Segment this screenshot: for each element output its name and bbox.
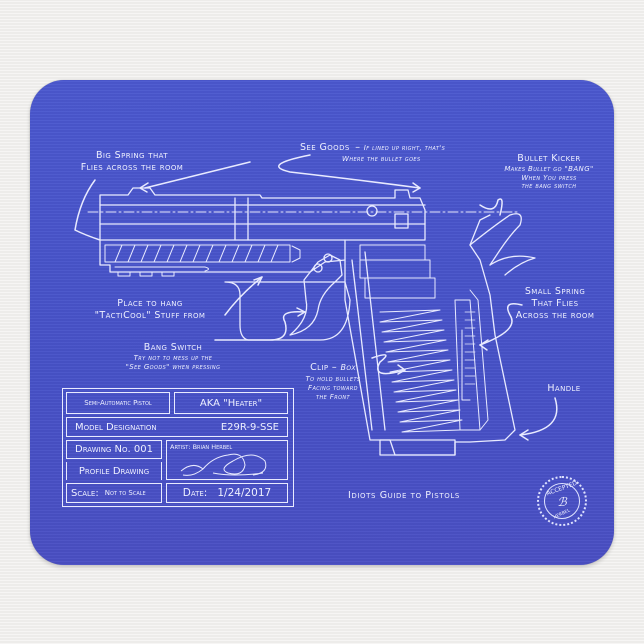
callout-bullet-kicker: Bullet Kicker Makes Bullet go "BANG" Whe… [504, 153, 594, 191]
mousepad [30, 80, 614, 565]
title-block: Semi-Automatic Pistol AKA "Heater" Model… [62, 388, 294, 507]
beavertail [489, 255, 536, 276]
arrow-clip [371, 354, 406, 375]
accessory-rail [114, 266, 209, 272]
guide-title: Idiots Guide to Pistols [348, 490, 460, 501]
frame-rail [99, 239, 346, 273]
callout-small-spring: Small Spring That Flies Across the room [515, 286, 595, 321]
arrow-bang-switch [214, 310, 306, 341]
title-block-artist: Artist: Brian Herbel [166, 440, 288, 480]
mag-baseplate [379, 439, 456, 456]
arrow-to-slide [144, 161, 251, 189]
arrow-see-goods [278, 154, 421, 189]
callout-big-spring: Big Spring that Flies across the room [80, 150, 184, 173]
arrow-small-spring [479, 303, 523, 346]
hammer [469, 213, 522, 266]
small-spring [464, 311, 476, 385]
callout-tacticool: Place to hang "TactiCool" Stuff from [94, 298, 206, 321]
title-block-model: Model Designation E29R-9-SSE [66, 417, 288, 437]
slide-outline [99, 187, 426, 241]
title-block-profile: Profile Drawing [66, 462, 162, 480]
title-block-date: Date: 1/24/2017 [166, 483, 288, 503]
callout-clip: Clip – Box To hold bullets Facing toward… [305, 362, 361, 401]
callout-handle: Handle [547, 383, 581, 394]
title-block-drawing-no: Drawing No. 001 [66, 440, 162, 459]
cartridges [359, 244, 436, 299]
title-block-scale: Scale: Not to Scale [66, 483, 162, 503]
title-block-aka: AKA "Heater" [174, 392, 288, 414]
arrow-tacticool [224, 276, 263, 316]
accepted-seal: ACCEPTED ℬ HERBEL [537, 476, 587, 526]
artist-signature [180, 453, 267, 476]
magazine-spring [379, 309, 463, 433]
trigger [289, 254, 343, 336]
callout-see-goods: See Goods – If lined up right, that's Wh… [300, 142, 446, 163]
arrow-big-spring [74, 179, 101, 241]
arrow-bullet-kicker [479, 198, 503, 216]
recoil-spring [104, 244, 301, 263]
grip-frame [344, 214, 516, 456]
callout-arrows [74, 154, 558, 441]
callout-bang-switch: Bang Switch Try not to mess up the "See … [125, 342, 221, 371]
trigger-guard [224, 253, 351, 341]
title-block-type: Semi-Automatic Pistol [66, 392, 170, 414]
arrow-handle [519, 397, 558, 436]
